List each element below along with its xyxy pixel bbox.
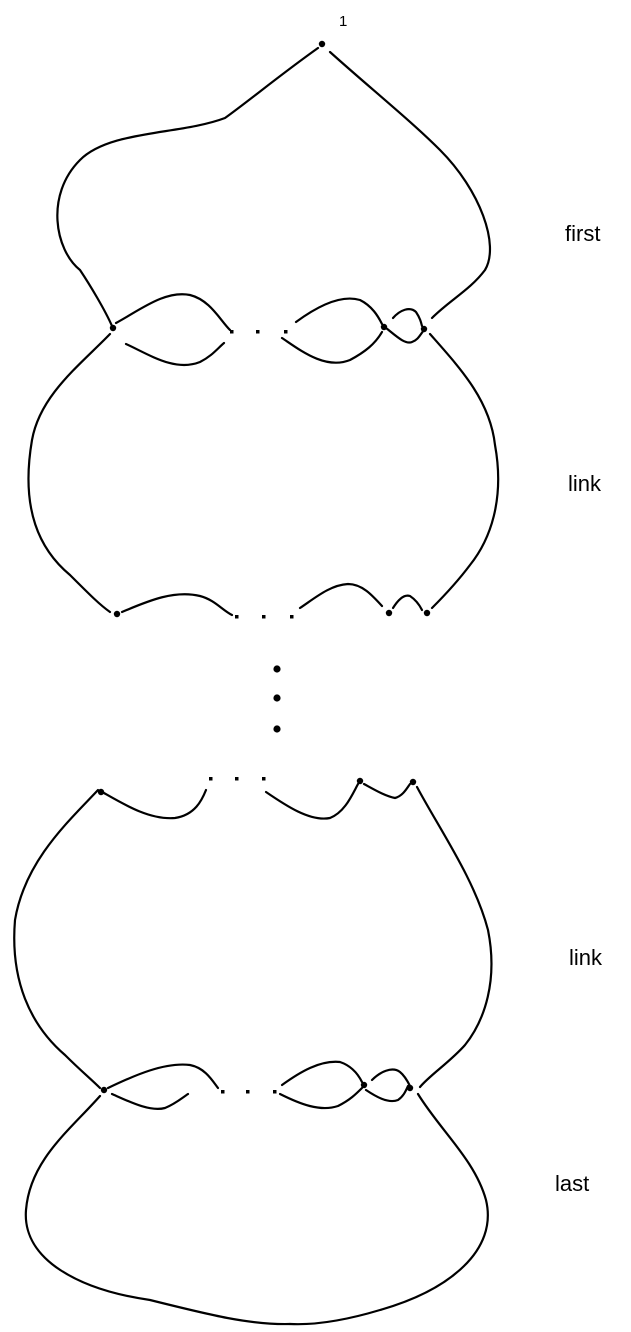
link2-bottom-mid-junction xyxy=(360,1081,368,1089)
link2-left-lobe xyxy=(13,788,102,1090)
link2-top-right-junction xyxy=(409,778,417,786)
link1-left-lobe xyxy=(27,332,112,614)
first-right-bubble-bottom xyxy=(280,330,384,364)
link1-right-junction xyxy=(423,609,431,617)
link1-bottom-left xyxy=(120,593,234,617)
link1-bottom-twist xyxy=(391,594,424,612)
last-left-lobe xyxy=(24,1094,292,1326)
vertical-ellipsis-dot xyxy=(273,725,281,733)
link1-ellipsis-dot xyxy=(262,615,266,619)
link1-mid-junction xyxy=(385,609,393,617)
link2-left-bubble-top xyxy=(106,1063,220,1090)
link2-top-mid-junction xyxy=(356,777,364,785)
link2-top-right xyxy=(264,782,360,820)
link1-ellipsis-dot xyxy=(235,615,239,619)
first-left-bubble-top xyxy=(114,293,232,332)
link1-bottom-right xyxy=(298,582,384,610)
link2-bottom-ellipsis-dot xyxy=(221,1090,225,1094)
first-twist-b xyxy=(391,308,424,328)
link2-right-lobe xyxy=(415,785,493,1089)
link2-bottom-twist-b xyxy=(370,1068,412,1088)
link1-right-lobe xyxy=(428,332,500,610)
first-right-bubble-top xyxy=(294,297,384,326)
link2-right-bubble-top xyxy=(280,1060,364,1087)
first-mid-junction xyxy=(380,323,388,331)
link2-ellipsis-dot xyxy=(209,777,213,781)
first-ellipsis-dot xyxy=(284,330,288,334)
first-left-junction xyxy=(109,324,117,332)
link1-left-junction xyxy=(113,610,121,618)
link2-bottom-ellipsis-dot xyxy=(246,1090,250,1094)
link2-bottom-left-junction xyxy=(100,1086,108,1094)
vertex-label: 1 xyxy=(339,13,347,30)
section-first: 1 first xyxy=(56,13,600,367)
section-label-last: last xyxy=(555,1171,589,1196)
first-twist-a xyxy=(384,326,426,344)
link2-ellipsis-dot xyxy=(262,777,266,781)
first-right-lobe xyxy=(328,50,492,320)
first-left-lobe xyxy=(56,46,320,328)
section-label-first: first xyxy=(565,221,600,246)
link2-top-left-junction xyxy=(97,788,105,796)
last-right-lobe xyxy=(288,1092,489,1326)
section-label-link: link xyxy=(568,471,602,496)
vertical-ellipsis xyxy=(273,665,281,733)
link2-left-bubble-bottom xyxy=(110,1092,190,1110)
link2-bottom-ellipsis-dot xyxy=(273,1090,277,1094)
link2-ellipsis-dot xyxy=(235,777,239,781)
link2-right-bubble-bottom xyxy=(278,1086,364,1110)
section-link-2: link xyxy=(13,777,603,1110)
first-right-junction xyxy=(420,325,428,333)
link1-ellipsis-dot xyxy=(290,615,294,619)
first-ellipsis-dot xyxy=(256,330,260,334)
vertical-ellipsis-dot xyxy=(273,665,281,673)
link2-bottom-right-junction xyxy=(406,1084,414,1092)
section-last: last xyxy=(24,1092,589,1326)
top-vertex xyxy=(318,40,326,48)
link2-top-twist xyxy=(362,782,412,800)
link2-bottom-twist-a xyxy=(364,1084,410,1103)
section-link-1: link xyxy=(27,332,602,619)
first-left-bubble-bottom xyxy=(124,341,226,367)
section-label-link: link xyxy=(569,945,603,970)
first-ellipsis-dot xyxy=(230,330,234,334)
link2-top-left xyxy=(102,788,208,820)
vertical-ellipsis-dot xyxy=(273,694,281,702)
